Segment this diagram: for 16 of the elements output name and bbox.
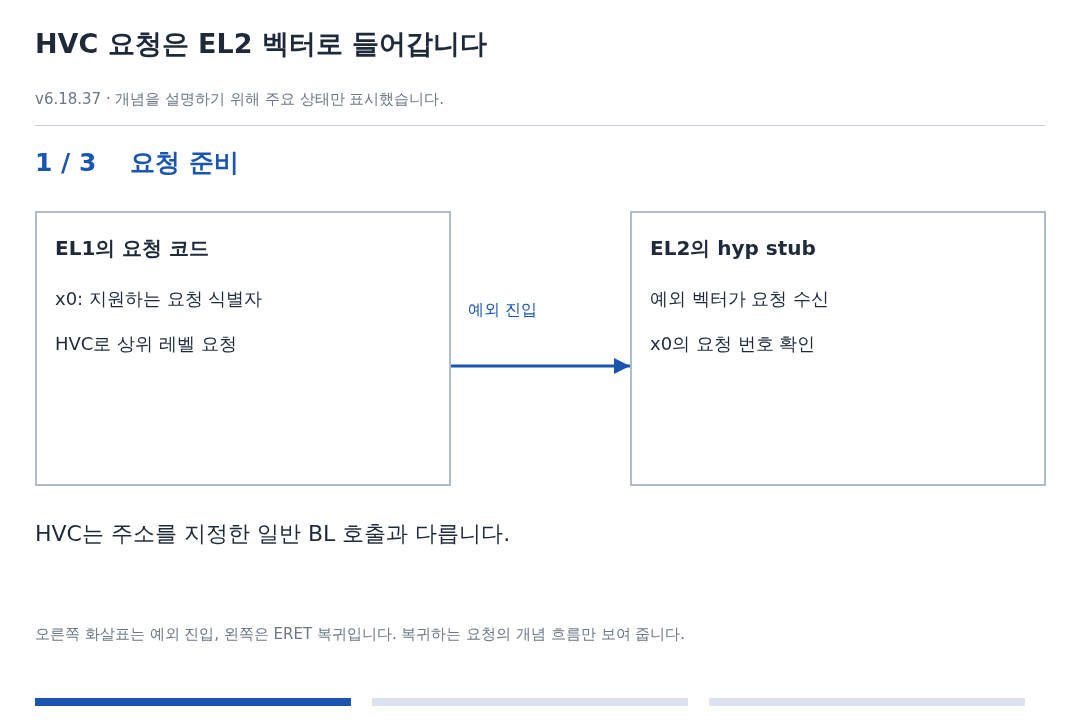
box-text: x0: 지원하는 요청 식별자 xyxy=(55,287,263,311)
box-text: 예외 벡터가 요청 수신 xyxy=(650,287,830,311)
summary-text: HVC는 주소를 지정한 일반 BL 호출과 다릅니다. xyxy=(35,520,511,548)
step-counter: 1 / 3 xyxy=(35,147,97,179)
box-text: HVC로 상위 레벨 요청 xyxy=(55,332,237,356)
arrow xyxy=(451,357,630,375)
process-box xyxy=(35,211,451,486)
box-text: x0의 요청 번호 확인 xyxy=(650,332,816,356)
title: HVC 요청은 EL2 벡터로 들어갑니다 xyxy=(35,27,488,61)
subtitle: v6.18.37 · 개념을 설명하기 위해 주요 상태만 표시했습니다. xyxy=(35,89,445,110)
step-heading: 요청 준비 xyxy=(130,147,239,179)
box-heading: EL2의 hyp stub xyxy=(650,235,816,262)
edge-label: 예외 진입 xyxy=(468,299,538,321)
box-heading: EL1의 요청 코드 xyxy=(55,235,210,262)
process-box xyxy=(630,211,1046,486)
footnote: 오른쪽 화살표는 예외 진입, 왼쪽은 ERET 복귀입니다. 복귀하는 요청의 개념 흐름만 보여 줍니다. xyxy=(35,624,686,645)
